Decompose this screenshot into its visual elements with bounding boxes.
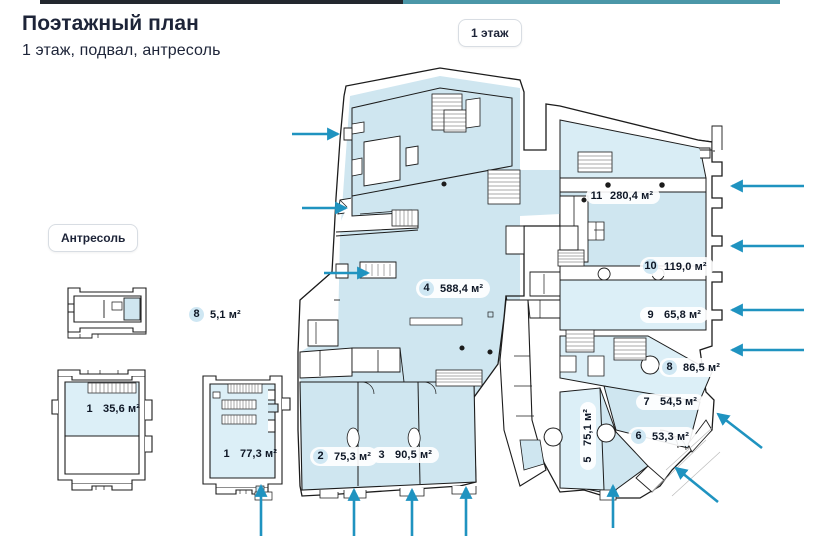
room-area: 54,5 м² [660,396,697,408]
arrow-diagonal-2-icon [674,466,719,504]
room-number: 1 [223,448,230,460]
plan-basement-middle-unit [202,375,291,495]
room-label[interactable]: 11 280,4 м² [586,188,661,204]
room-label[interactable]: 4 588,4 м² [416,279,491,298]
page-title: Поэтажный план [22,12,199,35]
room-number: 6 [631,429,646,444]
room-area: 90,5 м² [395,449,432,461]
room-area: 280,4 м² [610,190,654,202]
room-label[interactable]: 3 90,5 м² [371,447,439,463]
room-area: 75,1 м² [582,409,594,446]
plan-basement-left-unit [51,369,153,491]
arrow-diagonal-1-icon [716,412,763,450]
room-label[interactable]: 7 54,5 м² [636,394,704,410]
progress-segment-dark [40,0,403,4]
room-area: 77,3 м² [240,448,277,460]
room-label[interactable]: 8 86,5 м² [659,358,727,377]
room-area: 65,8 м² [664,309,701,321]
room-label[interactable]: 1 77,3 м² [216,446,280,462]
room-number: 8 [189,307,204,322]
room-label[interactable]: 10 119,0 м² [640,257,714,276]
room-number: 3 [378,449,385,461]
room-number: 9 [647,309,654,321]
header: Поэтажный план 1 этаж, подвал, антресоль [22,12,221,60]
progress-segment-teal [402,0,780,4]
room-number: 4 [419,281,434,296]
page-subtitle: 1 этаж, подвал, антресоль [22,42,221,59]
top-progress-bar [40,0,780,4]
room-label[interactable]: 1 35,6 м² [79,401,143,417]
room-number: 1 [86,403,93,415]
room-label[interactable]: 2 75,3 м² [310,447,378,466]
room-area: 35,6 м² [103,403,140,415]
room-area: 86,5 м² [683,361,720,374]
room-label[interactable]: 5 75,1 м² [580,402,596,470]
room-number: 2 [313,449,328,464]
chip-floor-label[interactable]: 1 этаж [458,19,522,47]
room-number: 11 [590,190,603,202]
plan-mezzanine-unit [67,287,147,339]
room-area: 75,3 м² [334,450,371,463]
room-label[interactable]: 8 5,1 м² [186,305,248,324]
chip-mezzanine-label[interactable]: Антресоль [48,224,139,252]
room-label[interactable]: 9 65,8 м² [640,307,708,323]
room-label[interactable]: 6 53,3 м² [628,427,696,446]
room-area: 53,3 м² [652,430,689,443]
room-area: 588,4 м² [440,282,484,295]
room-number: 5 [582,456,594,463]
room-number: 7 [643,396,650,408]
room-area: 5,1 м² [210,308,241,321]
room-number: 8 [662,360,677,375]
room-number: 10 [643,259,658,274]
room-area: 119,0 м² [664,260,707,273]
